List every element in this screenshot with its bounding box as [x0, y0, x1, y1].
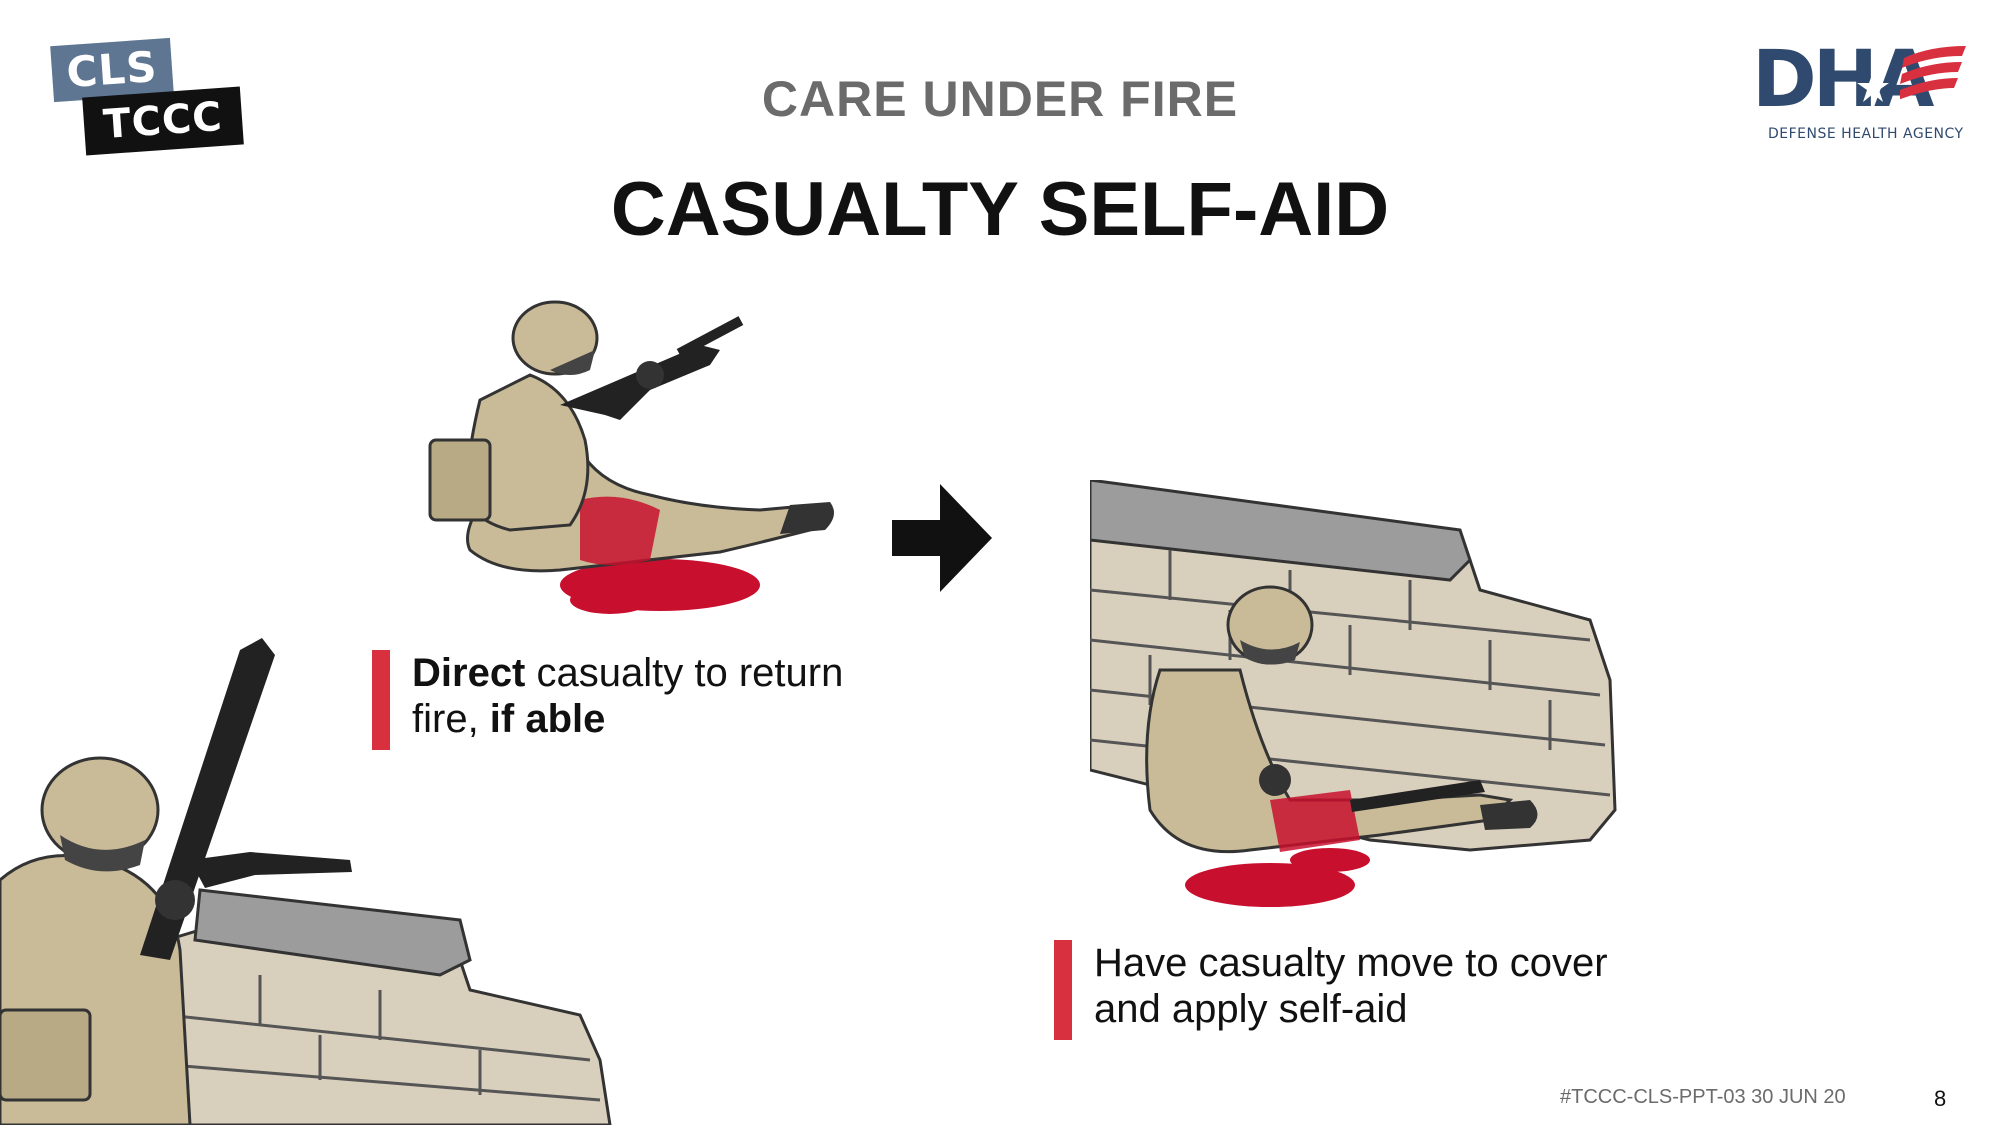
section-title: CARE UNDER FIRE: [761, 71, 1239, 127]
star-icon: [1857, 72, 1889, 102]
page-title: CASUALTY SELF-AID: [610, 167, 1390, 252]
accent-bar: [372, 650, 390, 750]
step1-bold-direct: Direct: [412, 651, 526, 695]
step1-line2: fire, if able: [412, 696, 932, 742]
footer-reference: #TCCC-CLS-PPT-03 30 JUN 20: [1560, 1086, 1846, 1108]
accent-bar: [1054, 940, 1072, 1040]
step1-text-a: casualty to return: [525, 651, 844, 695]
step2-line1: Have casualty move to cover: [1094, 941, 1608, 985]
dha-logo-caption: DEFENSE HEALTH AGENCY: [1768, 126, 1964, 142]
arrow-right-icon: [892, 484, 992, 592]
soldier-directing-illustration: [0, 638, 612, 1125]
casualty-self-aid-illustration: [1090, 480, 1617, 907]
flag-stripes-icon: [1900, 46, 1966, 100]
step2-caption: Have casualty move to cover and apply se…: [1054, 940, 1654, 1040]
step1-bold-if-able: if able: [489, 697, 606, 741]
dha-logo: DHA DEFENSE HEALTH AGENCY: [1752, 40, 1972, 150]
page-number: 8: [1934, 1086, 1947, 1111]
step1-caption: Direct casualty to return fire, if able: [372, 650, 932, 750]
casualty-returning-fire-illustration: [428, 300, 834, 614]
step1-text-b: fire,: [412, 697, 490, 741]
step1-line1: Direct casualty to return: [412, 650, 932, 696]
step2-line2: and apply self-aid: [1094, 987, 1408, 1031]
